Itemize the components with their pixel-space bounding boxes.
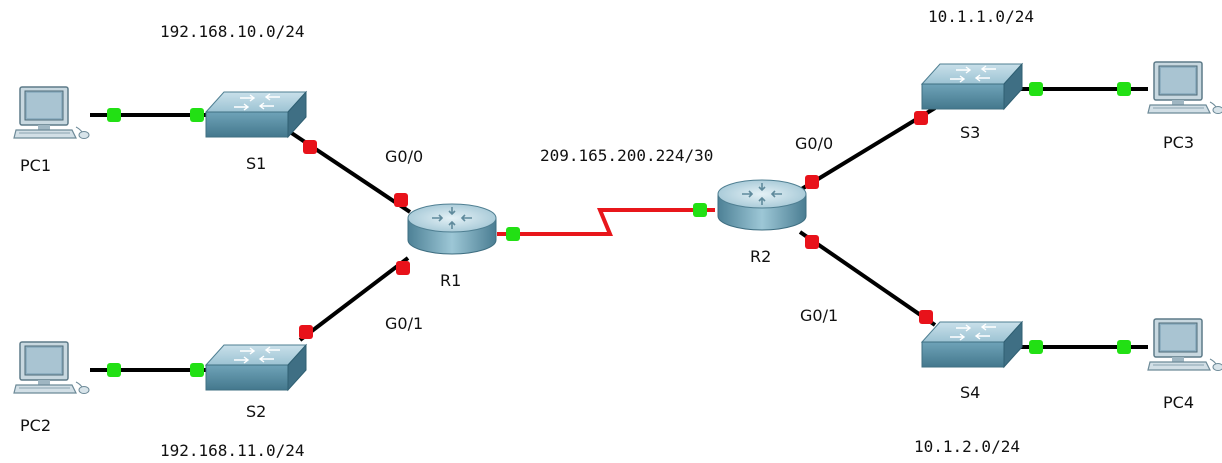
router-r1-icon[interactable] <box>407 203 497 255</box>
pc1-icon[interactable] <box>13 86 90 140</box>
port-light-down <box>299 325 313 339</box>
port-light-up <box>190 363 204 377</box>
network-label-wan: 209.165.200.224/30 <box>540 146 713 165</box>
link-r1-r2-serial[interactable] <box>497 208 715 236</box>
device-label-s2: S2 <box>246 402 266 421</box>
pc3-icon[interactable] <box>1147 61 1222 115</box>
device-label-pc4: PC4 <box>1163 393 1194 412</box>
interface-label-r1-g0-1: G0/1 <box>385 314 423 333</box>
network-label-pc4-lan: 10.1.2.0/24 <box>914 437 1020 456</box>
port-light-up <box>1029 340 1043 354</box>
port-light-down <box>396 261 410 275</box>
switch-s3-icon[interactable] <box>921 63 1023 110</box>
port-light-down <box>805 175 819 189</box>
port-light-up <box>1117 82 1131 96</box>
interface-label-r1-g0-0: G0/0 <box>385 147 423 166</box>
port-light-up <box>1029 82 1043 96</box>
link-r2-s4[interactable] <box>798 230 937 327</box>
switch-s4-icon[interactable] <box>921 321 1023 368</box>
device-label-pc2: PC2 <box>20 416 51 435</box>
device-label-r1: R1 <box>440 271 461 290</box>
switch-s1-icon[interactable] <box>205 91 307 138</box>
port-light-up <box>107 108 121 122</box>
device-label-pc3: PC3 <box>1163 133 1194 152</box>
port-light-down <box>919 310 933 324</box>
port-light-down <box>914 111 928 125</box>
device-label-s1: S1 <box>246 154 266 173</box>
port-light-down <box>394 193 408 207</box>
port-light-up <box>506 227 520 241</box>
port-light-up <box>190 108 204 122</box>
switch-s2-icon[interactable] <box>205 344 307 391</box>
pc4-icon[interactable] <box>1147 318 1222 372</box>
interface-label-r2-g0-1: G0/1 <box>800 306 838 325</box>
port-lights <box>107 82 1131 377</box>
link-r2-s3[interactable] <box>798 106 937 192</box>
port-light-up <box>1117 340 1131 354</box>
device-label-pc1: PC1 <box>20 156 51 175</box>
device-label-s4: S4 <box>960 383 980 402</box>
port-light-down <box>805 235 819 249</box>
port-light-up <box>693 203 707 217</box>
network-label-pc2-lan: 192.168.11.0/24 <box>160 441 305 460</box>
link-s2-r1[interactable] <box>298 256 410 342</box>
port-light-down <box>303 140 317 154</box>
interface-label-r2-g0-0: G0/0 <box>795 134 833 153</box>
port-light-up <box>107 363 121 377</box>
pc2-icon[interactable] <box>13 341 90 395</box>
network-label-pc1-lan: 192.168.10.0/24 <box>160 22 305 41</box>
device-label-r2: R2 <box>750 247 771 266</box>
device-label-s3: S3 <box>960 123 980 142</box>
router-r2-icon[interactable] <box>717 179 807 231</box>
network-label-pc3-lan: 10.1.1.0/24 <box>928 7 1034 26</box>
